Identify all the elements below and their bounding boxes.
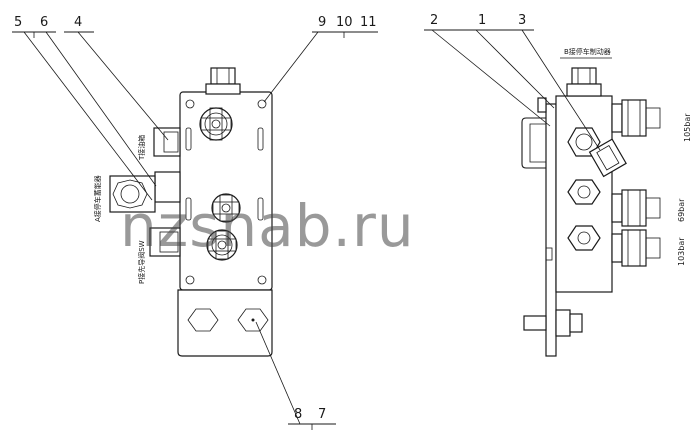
- callout-9: 9: [318, 15, 326, 30]
- hex-nut-left: [187, 308, 219, 332]
- side-view: [521, 67, 661, 357]
- label-103bar: 103bar: [677, 237, 686, 266]
- pressure-switch-69: [611, 189, 661, 227]
- leader-lines: [12, 29, 612, 430]
- callout-2: 2: [430, 13, 438, 28]
- label-p-port: P接先导阀SW: [137, 240, 146, 284]
- front-view: [109, 67, 273, 357]
- callout-4: 4: [74, 15, 82, 30]
- pressure-switch-105: [611, 99, 661, 137]
- label-t-port: T接油箱: [137, 135, 146, 161]
- label-105bar: 105bar: [683, 113, 692, 142]
- callout-3: 3: [518, 13, 526, 28]
- callout-8: 8: [294, 407, 302, 422]
- label-b-port: B接停车制动器: [564, 47, 611, 56]
- label-a-port: A接停车蓄能器: [93, 175, 102, 222]
- label-69bar: 69bar: [677, 198, 686, 222]
- hex-nut-right: [237, 308, 269, 332]
- callout-6: 6: [40, 15, 48, 30]
- watermark: nzsnab.ru: [120, 192, 415, 260]
- pressure-switch-103: [611, 229, 661, 267]
- callout-1: 1: [478, 13, 486, 28]
- callout-7: 7: [318, 407, 326, 422]
- callout-5: 5: [14, 15, 22, 30]
- callout-10: 10: [336, 15, 353, 30]
- callout-11: 11: [360, 15, 377, 30]
